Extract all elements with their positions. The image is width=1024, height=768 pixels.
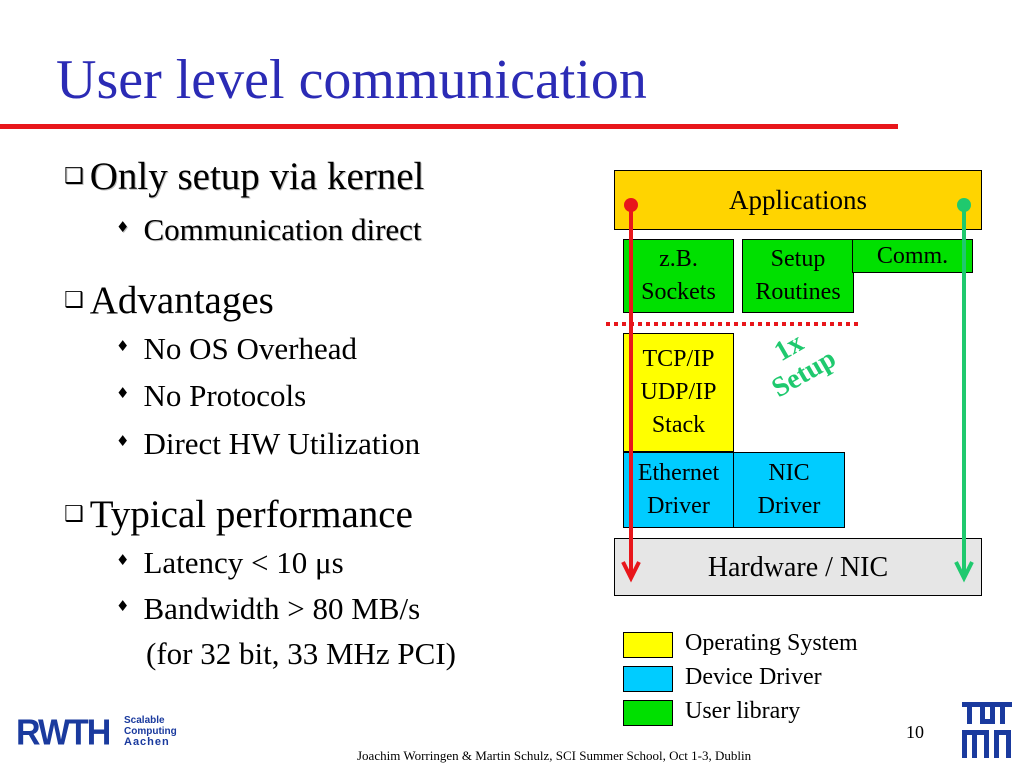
sockets-box: z.B. Sockets: [623, 239, 734, 313]
nic-driver-label-line2: Driver: [757, 493, 821, 519]
tcp-label-line1: TCP/IP: [642, 346, 715, 372]
bullet-2: ❑Advantages: [64, 278, 274, 323]
sockets-label-line1: z.B.: [659, 246, 698, 272]
bullet-2-text: Advantages: [89, 279, 274, 322]
checkbox-bullet-icon: ❑: [64, 502, 84, 527]
diamond-bullet-icon: ♦: [116, 551, 130, 569]
ethernet-label-line2: Driver: [647, 493, 710, 519]
diamond-bullet-icon: ♦: [116, 337, 130, 355]
bullet-1-sub-1: ♦ Communication direct: [116, 212, 422, 248]
legend-swatch-os: [623, 632, 673, 658]
comm-box: Comm.: [852, 239, 973, 273]
bullet-2-sub-1: ♦ No OS Overhead: [116, 331, 357, 367]
hardware-label: Hardware / NIC: [707, 551, 889, 583]
title-underline: [0, 124, 898, 129]
bullet-3-text: Typical performance: [89, 493, 413, 536]
bullet-3: ❑Typical performance: [64, 492, 413, 537]
bullet-3-sub-2-text: Bandwidth > 80 MB/s: [143, 591, 421, 626]
legend-label-os: Operating System: [685, 630, 858, 656]
rwth-logo: RWTH Scalable Computing Aachen: [16, 713, 180, 753]
rwth-sub-3: Aachen: [124, 736, 170, 748]
rwth-logo-text: RWTH: [16, 713, 111, 753]
diamond-bullet-icon: ♦: [116, 384, 130, 402]
footer-text: Joachim Worringen & Martin Schulz, SCI S…: [357, 748, 752, 763]
user-arrow-head: [954, 561, 974, 583]
bullet-1-sub-1-text: Communication direct: [143, 212, 422, 247]
rwth-sub-2: Computing: [124, 726, 177, 737]
legend-swatch-driver: [623, 666, 673, 692]
legend-swatch-user-library: [623, 700, 673, 726]
tcp-label-line3: Stack: [651, 412, 706, 438]
kernel-arrow-head: [621, 561, 641, 583]
applications-label: Applications: [729, 184, 867, 215]
user-arrow-start-dot: [957, 198, 971, 212]
hardware-nic-box: Hardware / NIC: [614, 538, 982, 596]
setup-label-line2: Routines: [755, 279, 841, 305]
bullet-3-sub-1: ♦ Latency < 10 μs: [116, 545, 344, 581]
nic-driver-label-line1: NIC: [768, 460, 810, 486]
bullet-2-sub-2-text: No Protocols: [143, 378, 307, 413]
ethernet-label-line1: Ethernet: [637, 460, 720, 486]
bullet-2-sub-3-text: Direct HW Utilization: [143, 426, 421, 461]
rwth-sub-1: Scalable: [124, 715, 165, 726]
bullet-2-sub-3: ♦ Direct HW Utilization: [116, 426, 420, 462]
diamond-bullet-icon: ♦: [116, 218, 130, 236]
setup-label-line1: Setup: [770, 246, 826, 272]
tcp-label-line2: UDP/IP: [640, 379, 717, 405]
bullet-3-sub-1-text: Latency < 10 μs: [143, 545, 344, 580]
bullet-1: ❑Only setup via kernel: [64, 154, 424, 199]
applications-box: Applications: [614, 170, 982, 230]
bullet-3-sub-2: ♦ Bandwidth > 80 MB/s: [116, 591, 420, 627]
rwth-logo-subtitle: Scalable Computing Aachen: [124, 715, 177, 748]
kernel-arrow-start-dot: [624, 198, 638, 212]
sockets-label-line2: Sockets: [641, 279, 716, 305]
diamond-bullet-icon: ♦: [116, 597, 130, 615]
tum-logo: [962, 702, 1012, 758]
bullet-3-sub-2-continuation: (for 32 bit, 33 MHz PCI): [146, 636, 456, 671]
diamond-bullet-icon: ♦: [116, 432, 130, 450]
slide-title: User level communication: [56, 49, 647, 111]
legend-label-user-library: User library: [685, 698, 801, 724]
legend-label-driver: Device Driver: [685, 664, 822, 690]
page-number: 10: [906, 722, 924, 742]
tcp-ip-stack-box: TCP/IP UDP/IP Stack: [623, 333, 734, 452]
checkbox-bullet-icon: ❑: [64, 288, 84, 313]
bullet-2-sub-2: ♦ No Protocols: [116, 378, 306, 414]
bullet-2-sub-1-text: No OS Overhead: [143, 331, 357, 366]
nic-driver-box: NIC Driver: [733, 452, 845, 528]
checkbox-bullet-icon: ❑: [64, 164, 84, 189]
bullet-1-text: Only setup via kernel: [89, 155, 425, 198]
comm-label: Comm.: [876, 242, 949, 269]
